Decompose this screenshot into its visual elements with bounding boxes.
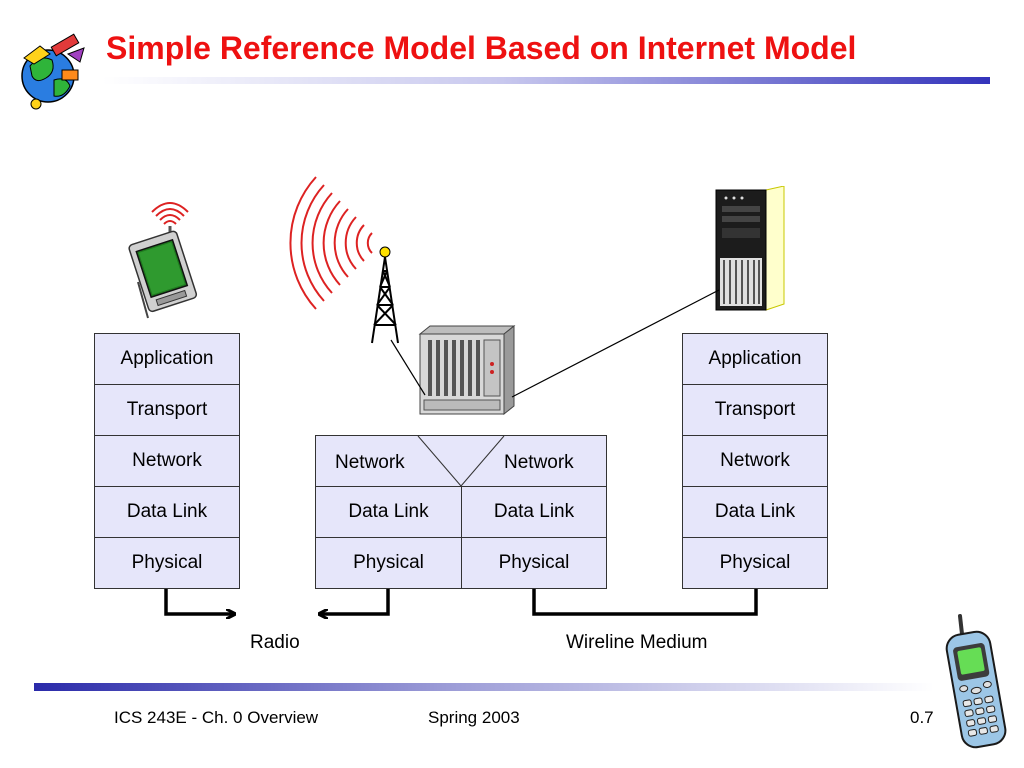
server-tower-icon: [715, 186, 785, 311]
left-layer-physical: Physical: [94, 537, 240, 589]
left-layer-transport: Transport: [94, 384, 240, 436]
left-layer-network: Network: [94, 435, 240, 487]
right-layer-transport: Transport: [682, 384, 828, 436]
footer-course: ICS 243E - Ch. 0 Overview: [114, 708, 319, 727]
right-layer-physical: Physical: [682, 537, 828, 589]
right-layer-application: Application: [682, 333, 828, 385]
slide-title: Simple Reference Model Based on Internet…: [106, 30, 857, 66]
left-layer-data-link: Data Link: [94, 486, 240, 538]
router-right-network-label: Network: [504, 452, 574, 473]
footer-rule: [34, 683, 934, 691]
globe-logo-icon: [21, 33, 85, 110]
left-layer-application: Application: [94, 333, 240, 385]
router-right-data-link: Data Link: [461, 486, 607, 538]
pda-icon: [128, 202, 198, 319]
footer-page-number: 0.7: [910, 708, 934, 727]
title-rule: [102, 77, 990, 84]
router-left-data-link: Data Link: [315, 486, 462, 538]
footer-term: Spring 2003: [428, 708, 520, 727]
router-right-physical: Physical: [461, 537, 607, 589]
radio-link-left-arrow: [164, 588, 234, 614]
radio-link-right-arrow: [320, 588, 390, 614]
right-layer-data-link: Data Link: [682, 486, 828, 538]
router-left-physical: Physical: [315, 537, 462, 589]
radio-tower-icon: [289, 176, 399, 344]
right-layer-network: Network: [682, 435, 828, 487]
wireline-link-label: Wireline Medium: [566, 632, 708, 653]
cell-phone-icon: [945, 614, 1007, 749]
router-left-network-label: Network: [335, 452, 405, 473]
wireline-link-bracket: [532, 588, 758, 616]
router-chassis-icon: [418, 324, 516, 416]
radio-link-label: Radio: [250, 632, 300, 653]
